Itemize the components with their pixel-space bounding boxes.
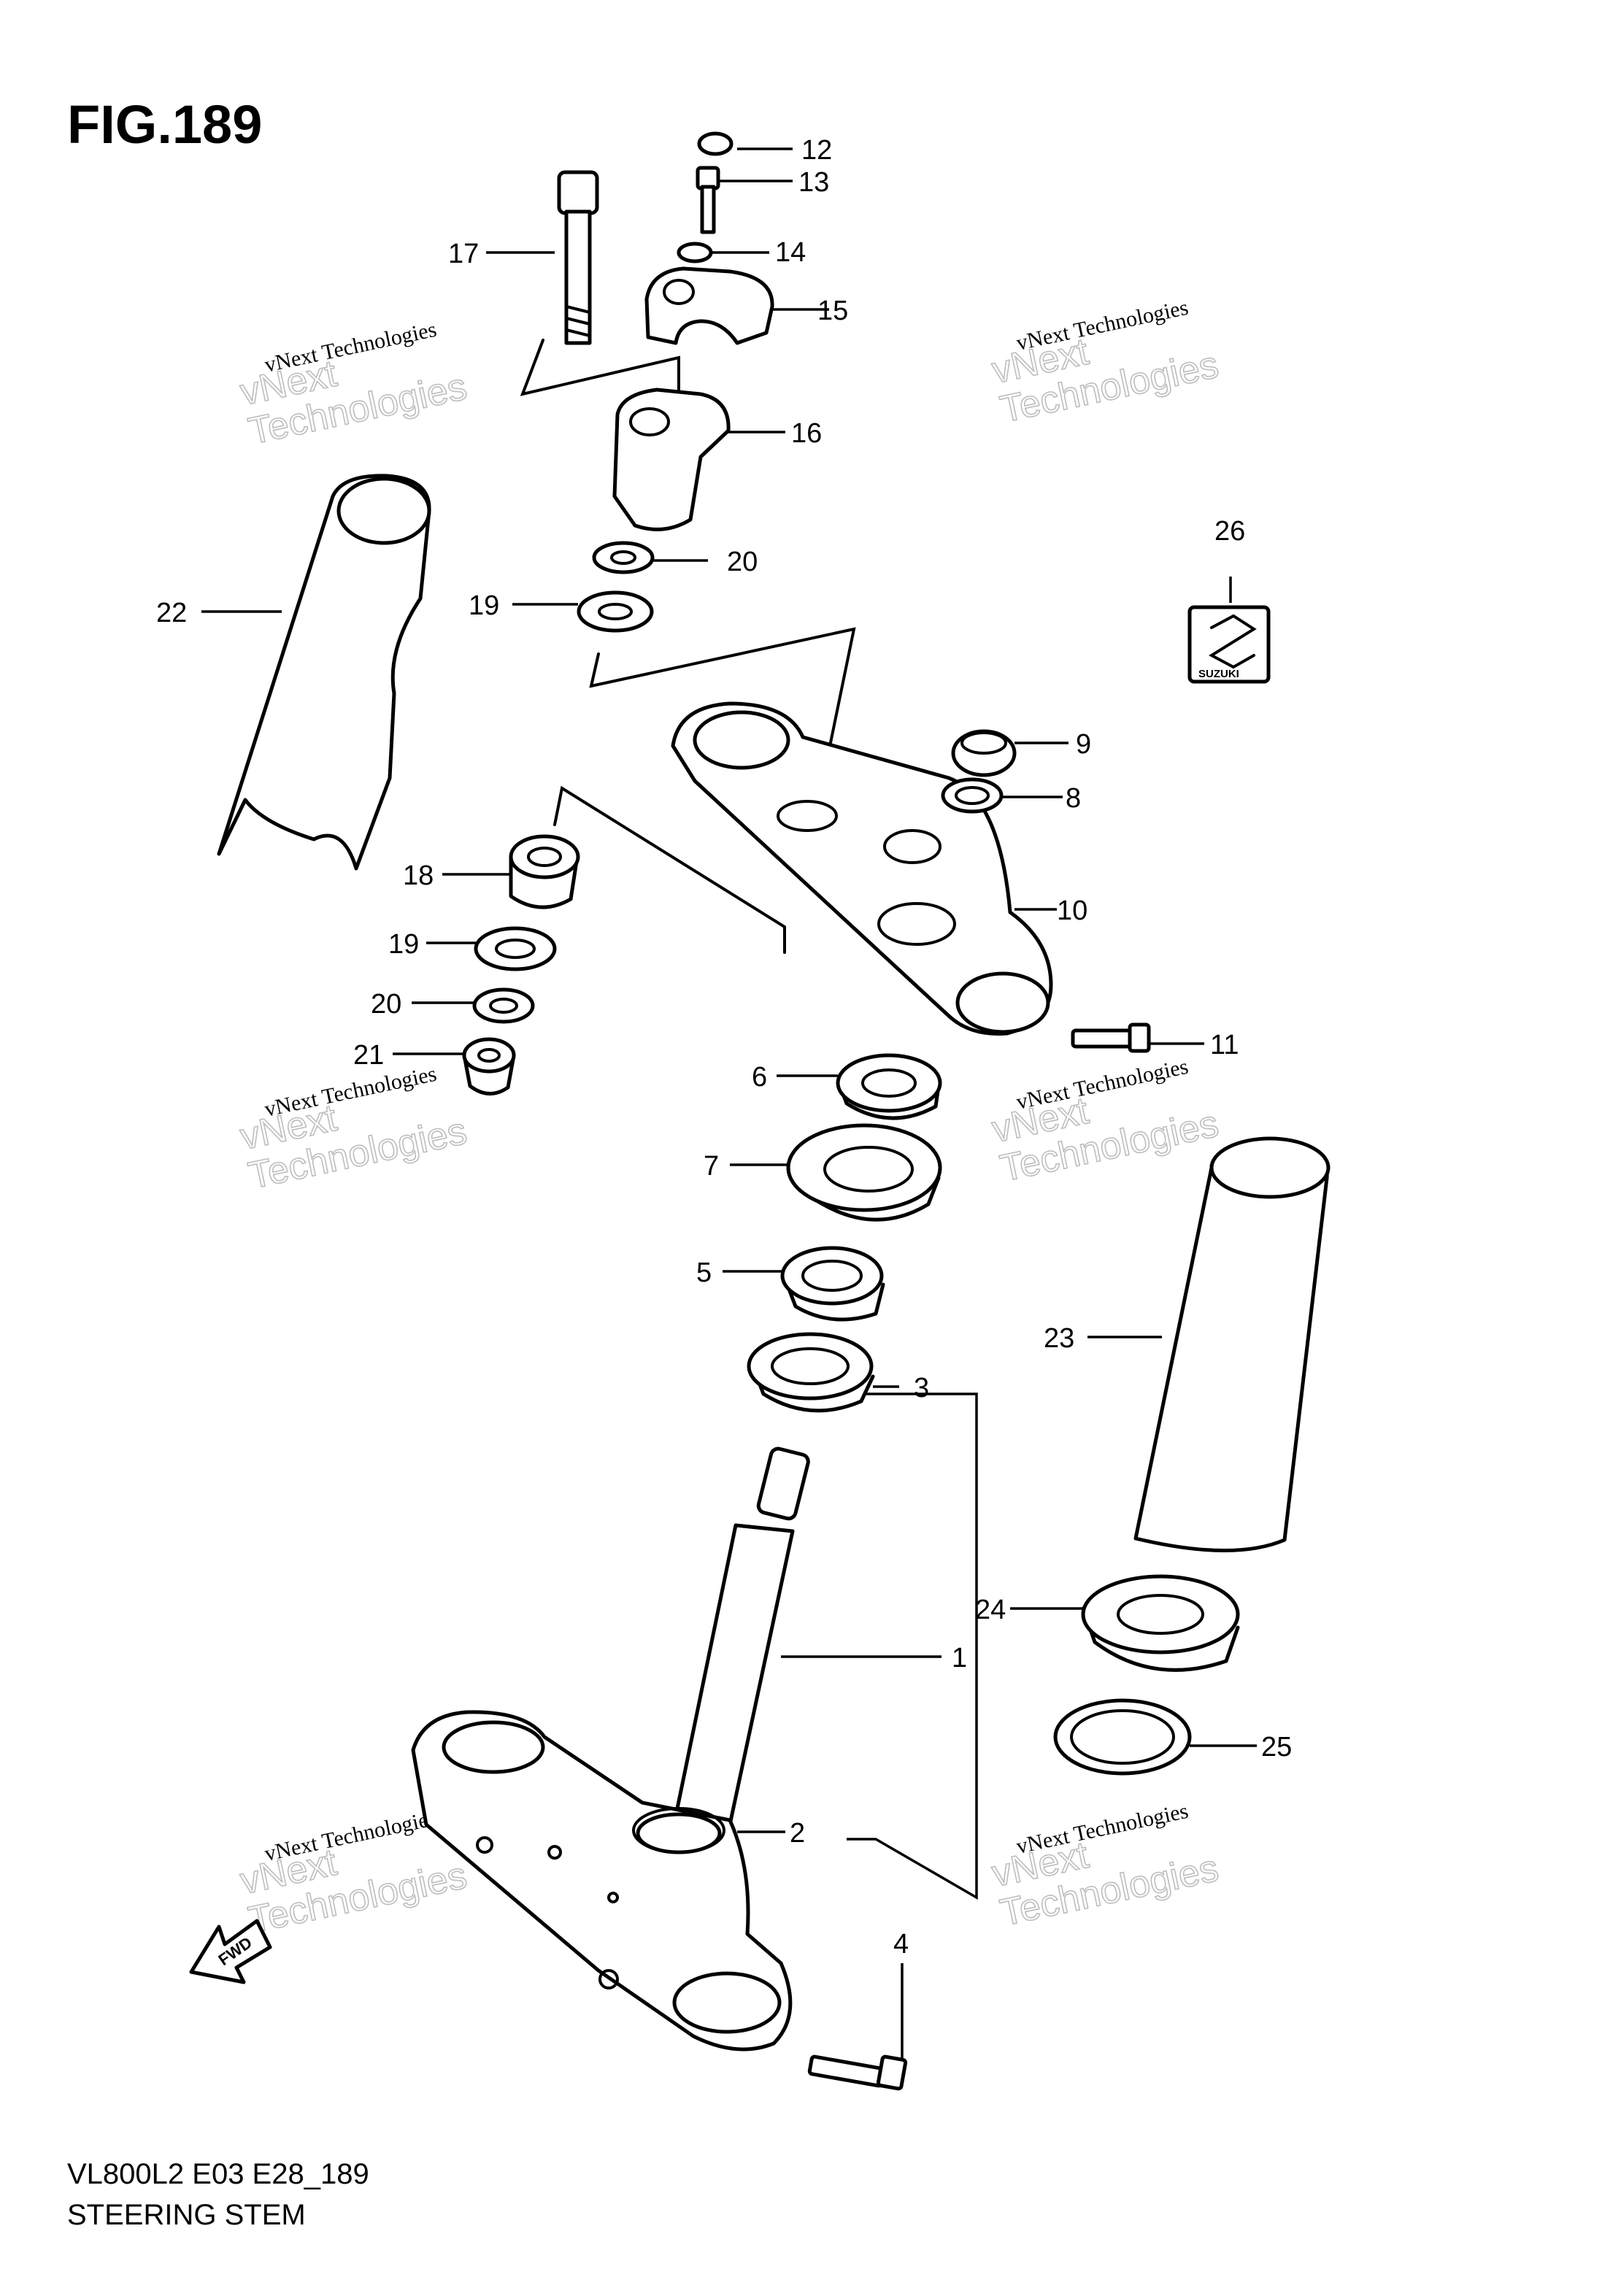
assembly-lines [520,339,978,1900]
callout-25: 25 [1261,1732,1292,1763]
callout-16: 16 [791,418,822,449]
callout-3: 3 [914,1373,929,1403]
callout-21: 21 [353,1040,384,1071]
part-14-washer[interactable] [677,242,713,263]
callout-20-top: 20 [727,547,758,577]
part-16-holder[interactable] [612,388,731,531]
part-18-collar[interactable] [509,834,580,909]
part-7-dust-seal[interactable] [786,1123,942,1222]
callout-1: 1 [952,1643,967,1673]
part-6-stem-nut[interactable] [836,1053,942,1120]
section-name: STEERING STEM [67,2199,306,2231]
badge-label: SUZUKI [1198,668,1239,680]
part-26-badge[interactable]: SUZUKI [1187,605,1271,684]
part-21-nut[interactable] [462,1037,516,1095]
part-15-clamp-cap[interactable] [644,266,774,345]
callout-9: 9 [1076,729,1091,760]
part-22-fork-cover[interactable] [217,474,431,871]
callout-15: 15 [817,296,848,326]
callout-23: 23 [1044,1323,1074,1354]
part-24-lock-nut[interactable] [1081,1574,1240,1672]
callout-2: 2 [790,1818,805,1849]
callout-6: 6 [752,1062,767,1093]
callout-19: 19 [388,929,419,960]
part-5-bearing[interactable] [780,1246,885,1322]
callout-4: 4 [893,1929,909,1960]
callout-17: 17 [448,239,479,269]
part-12-cap[interactable] [697,131,734,156]
leader-lines [201,147,1257,2058]
callout-12: 12 [801,135,832,166]
callout-8: 8 [1066,783,1081,814]
part-2-dust-seal[interactable] [636,1812,722,1854]
part-11-bolt[interactable] [1071,1022,1151,1053]
part-9-cap-nut[interactable] [951,729,1017,777]
figure-title: FIG.189 [67,94,262,155]
callout-24: 24 [975,1595,1006,1625]
part-13-bolt[interactable] [696,166,720,234]
part-17-bolt[interactable] [557,170,599,345]
callout-labels: 12 13 14 15 17 16 20 19 22 26 9 8 10 11 … [156,135,1292,1960]
part-23-fork-cover[interactable] [1133,1136,1331,1552]
callout-14: 14 [775,237,806,268]
model-code: VL800L2 E03 E28_189 [67,2158,369,2190]
part-19-washer[interactable] [577,590,654,633]
callout-18: 18 [403,860,434,891]
part-4-bolt[interactable] [807,2054,908,2091]
callout-11: 11 [1210,1030,1239,1060]
callout-22: 22 [156,598,187,628]
callout-10: 10 [1057,895,1087,926]
part-8-washer[interactable] [941,777,1004,814]
callout-19-top: 19 [469,590,499,621]
part-20-washer[interactable] [592,541,655,574]
callout-5: 5 [696,1257,712,1288]
callout-7: 7 [704,1151,719,1182]
callout-20: 20 [371,989,401,1020]
fwd-arrow: FWD [189,1919,272,1984]
part-3-bearing[interactable] [747,1332,875,1413]
part-1-steering-stem[interactable] [411,1446,810,2052]
part-20-washer[interactable] [472,987,535,1024]
part-19-washer[interactable] [474,926,557,971]
callout-26: 26 [1214,516,1245,547]
callout-13: 13 [798,167,829,198]
